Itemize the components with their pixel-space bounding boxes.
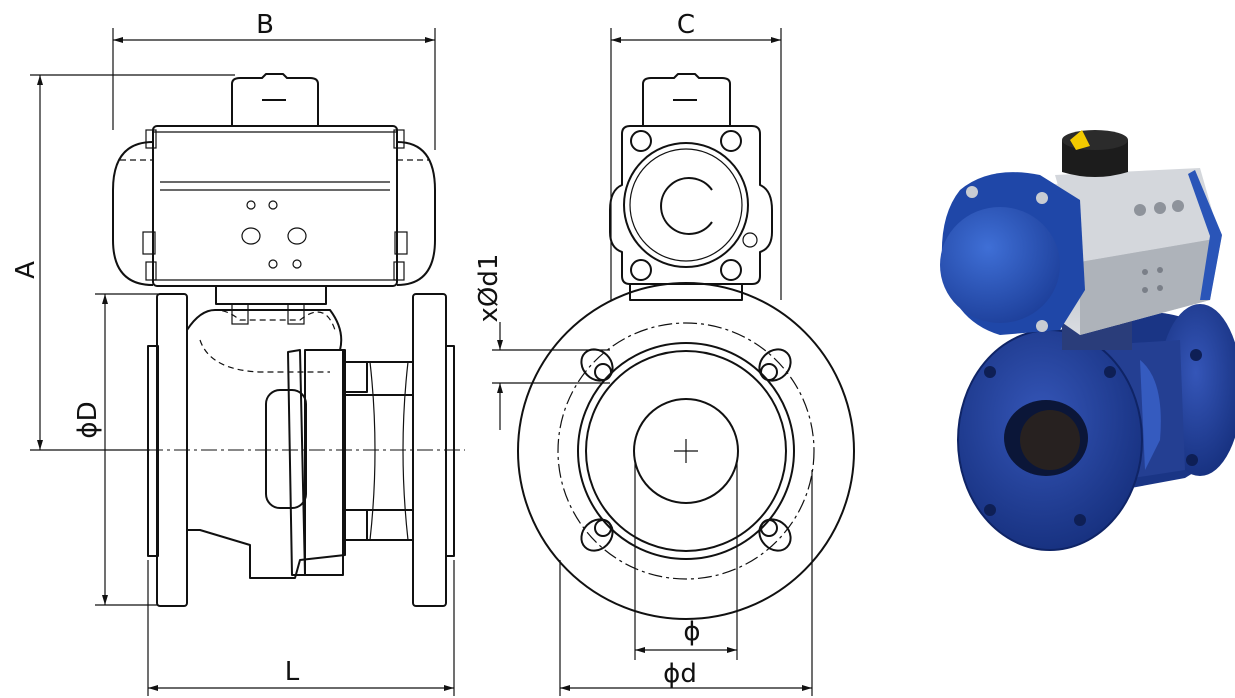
dimension-label-b: B — [256, 10, 274, 40]
dimension-phi-d-outer: ϕD — [73, 293, 158, 606]
bolt-hole — [580, 348, 614, 382]
dimension-b: B — [112, 10, 436, 150]
dimension-label-phi-d: ϕD — [73, 401, 103, 438]
dimension-xd1: xØd1 — [474, 254, 610, 430]
dimension-a: A — [11, 74, 235, 451]
dimension-c: C — [610, 10, 782, 300]
dimension-label-phi: ϕ — [683, 617, 700, 647]
dimension-phi-bore: ϕ — [634, 460, 738, 660]
side-actuator-cap — [609, 125, 773, 285]
bolt-hole — [580, 518, 614, 552]
dimension-label-xd1: xØd1 — [474, 254, 504, 323]
valve-body — [186, 309, 413, 579]
dimension-label-phi-d-small: ϕd — [663, 659, 697, 689]
flange-face — [517, 282, 855, 620]
bolt-hole — [758, 518, 792, 552]
dimension-label-l: L — [285, 657, 300, 687]
front-view: B A ϕD L — [11, 10, 465, 696]
actuator-body — [112, 125, 436, 287]
side-actuator-indicator — [642, 73, 731, 126]
mounting-bracket — [194, 285, 336, 331]
side-view: C — [474, 10, 855, 696]
dimension-label-c: C — [677, 10, 695, 40]
dimension-l: L — [147, 560, 455, 696]
dimension-phi-d: ϕd — [559, 470, 813, 696]
actuator-indicator — [231, 73, 319, 127]
side-neck — [629, 283, 743, 301]
bolt-hole — [758, 348, 792, 382]
dimension-label-a: A — [11, 261, 41, 279]
valve-product-photo — [940, 130, 1235, 551]
